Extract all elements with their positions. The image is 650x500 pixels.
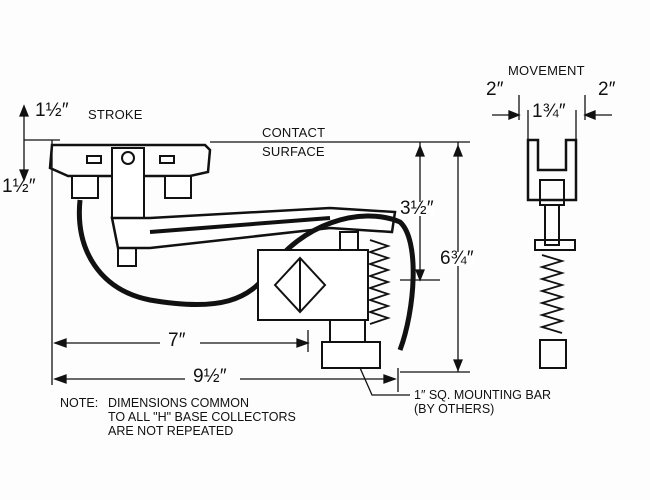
stroke-dimension: 1½″ [35, 100, 69, 121]
width-top-dimension: 1¾″ [532, 101, 566, 122]
upper-height-dimension: 3½″ [400, 198, 434, 219]
spring-assembly [257, 231, 391, 369]
movement-right-dimension: 2″ [598, 79, 616, 100]
mounting-bar-line-1: 1″ SQ. MOUNTING BAR [414, 388, 552, 402]
note-prefix: NOTE: [60, 396, 99, 410]
total-height-dimension: 6¾″ [440, 248, 474, 269]
note-line-1: DIMENSIONS COMMON [108, 396, 249, 410]
total-length-dimension: 9½″ [193, 366, 227, 387]
mounting-bar-callout: 1″ SQ. MOUNTING BAR (BY OTHERS) [414, 388, 551, 416]
mounting-bar-line-2: (BY OTHERS) [414, 402, 495, 416]
note-line-3: ARE NOT REPEATED [108, 424, 234, 438]
left-height-dimension: 1½″ [2, 176, 36, 197]
contact-surface-label-1: CONTACT [262, 125, 326, 140]
movement-left-dimension: 2″ [486, 79, 504, 100]
note-text: DIMENSIONS COMMON TO ALL "H" BASE COLLEC… [108, 396, 296, 438]
stroke-label: STROKE [88, 107, 143, 122]
contact-surface-label-2: SURFACE [262, 144, 325, 159]
short-length-dimension: 7″ [168, 330, 186, 351]
dimension-lines [19, 95, 612, 396]
movement-label: MOVEMENT [508, 63, 585, 78]
side-view [526, 138, 578, 369]
note-line-2: TO ALL "H" BASE COLLECTORS [108, 410, 296, 424]
